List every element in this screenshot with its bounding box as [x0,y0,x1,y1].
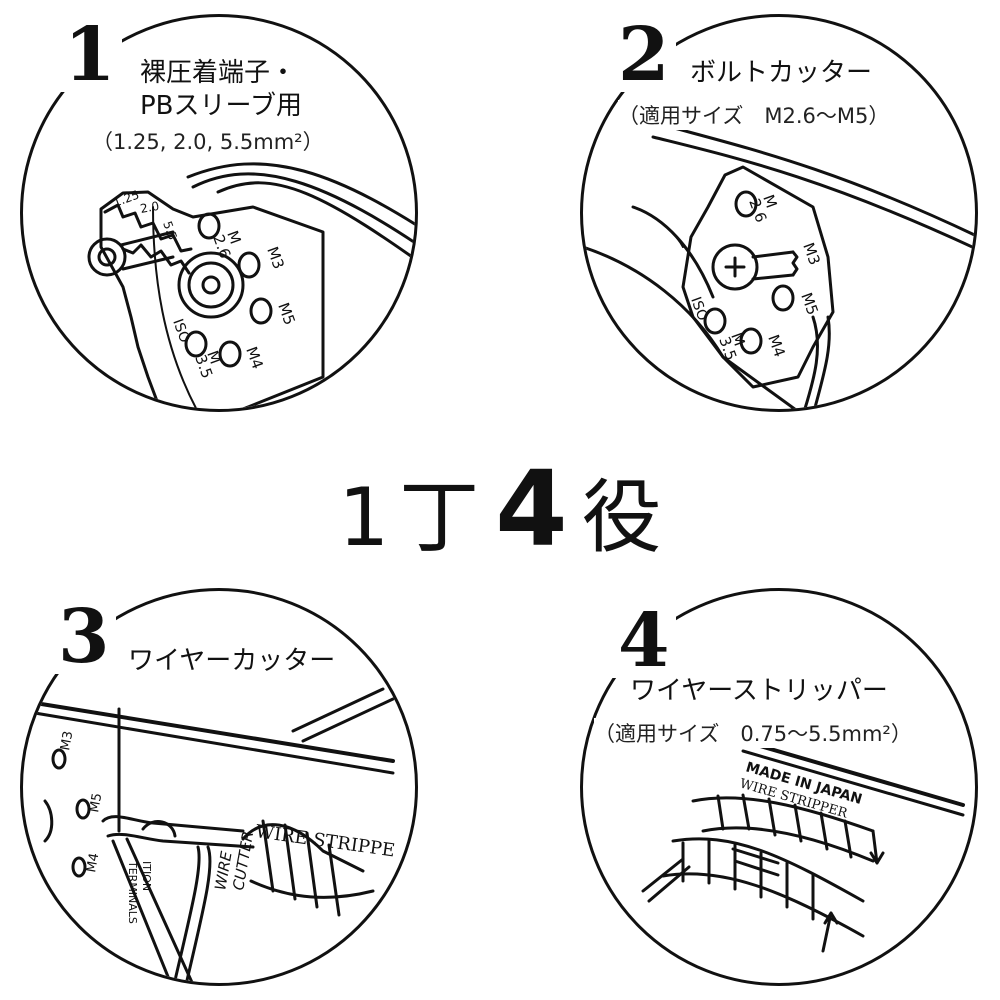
marking-m26-a: M [759,192,780,210]
engraved-terminals-2: TERMINALS [126,860,139,924]
wire-stripper-illustration: MADE IN JAPAN WIRE STRIPPER [641,739,965,953]
marking-m26-a: M [223,228,244,246]
engraved-wire-stripper: WIRE STRIPPE [254,821,396,861]
panel-1-label-line2: PBスリーブ用 [140,91,302,123]
marking-m4: M4 [242,344,267,371]
panel-1-number: 1 [58,18,122,92]
engraved-terminals-1: ITION [140,861,153,891]
marking-m4: M4 [764,332,789,359]
panel-4-label-line1: ワイヤーストリッパー [630,676,888,708]
marking-m3: M3 [799,240,824,267]
marking-iso: ISO [687,295,710,323]
panel-2-label-line1: ボルトカッター [690,58,873,90]
panel-2-number: 2 [612,18,676,92]
headline-part-2: 丁 [399,471,480,564]
marking-m4: M4 [84,852,102,874]
die-label-2-0: 2.0 [139,199,160,216]
panel-2-size-note: （適用サイズ M2.6〜M5） [618,100,890,130]
marking-m5: M5 [87,792,105,814]
headline-part-1: 1 [338,471,390,564]
panel-4-size-note: （適用サイズ 0.75〜5.5mm²） [594,718,912,748]
crimp-jaw-illustration: 1.25 2.0 5.5 M 2.6 M3 M5 M4 ISO M 3.5 [87,162,415,409]
panel-4-number: 4 [612,604,676,678]
marking-iso: ISO [169,317,192,345]
panel-1-size-note: （1.25, 2.0, 5.5mm²） [92,126,324,156]
bolt-cutter-illustration: M 2.6 M3 M5 M4 ISO M 3.5 [583,123,975,409]
marking-m35-a: M [727,330,748,348]
headline-part-3: 4 [495,448,568,570]
marking-m3: M3 [263,244,288,271]
marking-m3: M3 [58,730,76,752]
marking-m35-a: M [203,348,224,366]
marking-m5: M5 [274,300,299,327]
panel-3-number: 3 [52,600,116,674]
panel-3-label-line1: ワイヤーカッター [128,646,336,678]
die-label-5-5: 5.5 [160,219,180,242]
headline-part-4: 役 [581,471,662,564]
die-label-1-25: 1.25 [111,188,141,210]
marking-m5: M5 [797,290,822,317]
wire-cutter-illustration: M3 M5 M4 WIRE STRIPPE ITION TERMINALS WI… [23,687,396,983]
panel-1-label-line1: 裸圧着端子・ [140,58,297,90]
